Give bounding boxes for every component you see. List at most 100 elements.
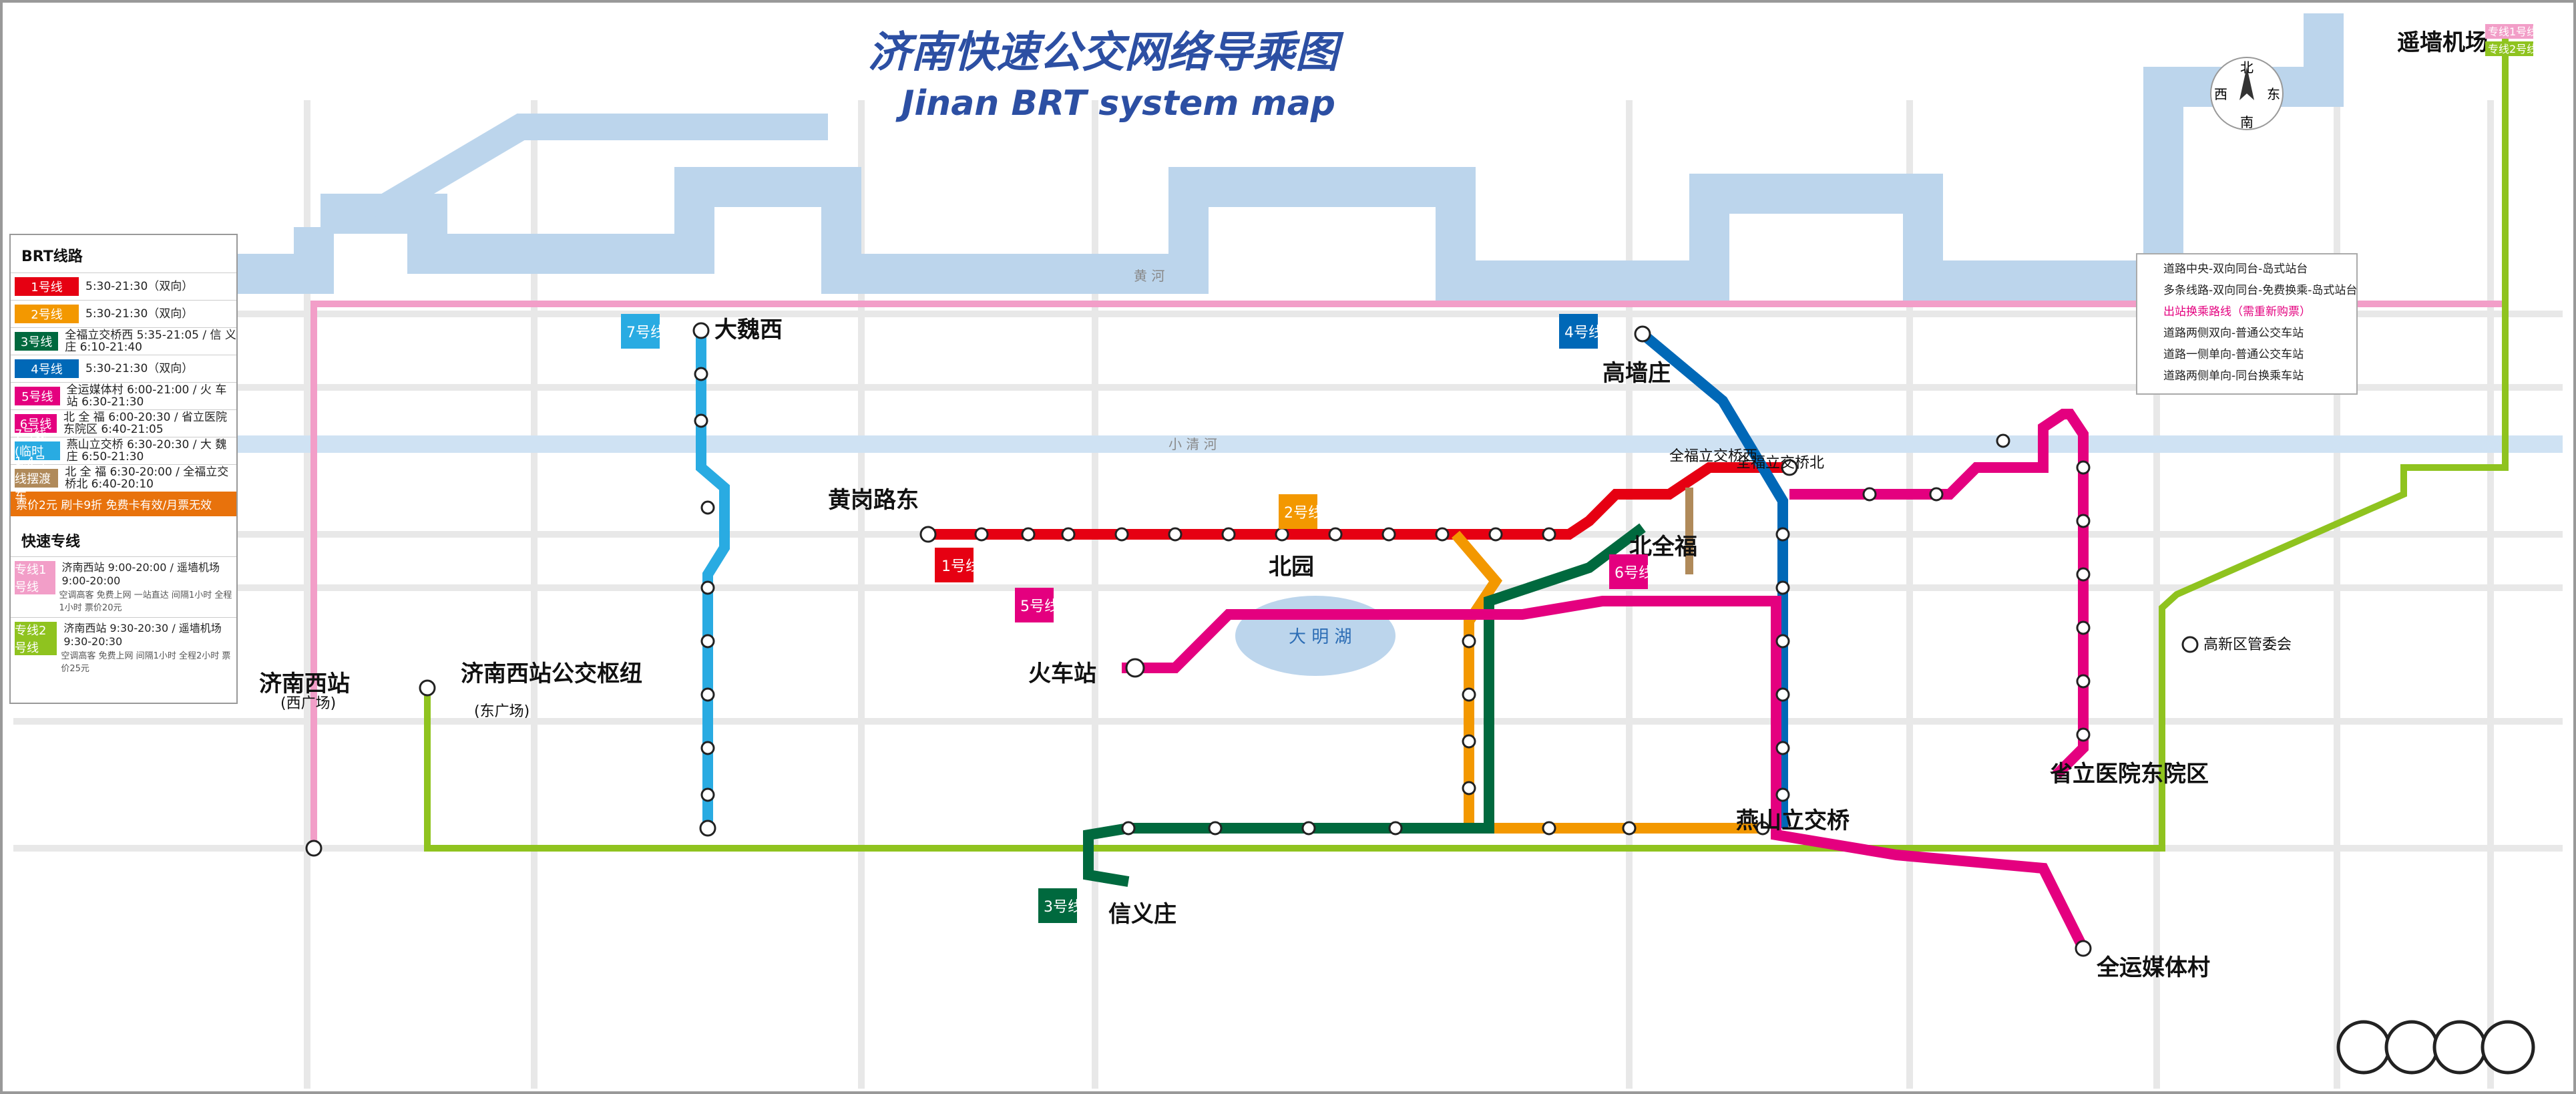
station-quanfu-xi: 全福立交桥西	[1669, 448, 1757, 465]
legend-line-hours: 北 全 福 6:00-20:30 / 省立医院东院区 6:40-21:05	[63, 411, 228, 436]
legend-row: 2号线 5:30-21:30（双向）	[11, 300, 236, 327]
right-legend: 道路中央-双向同台-岛式站台 多条线路-双向同台-免费换乘-岛式站台 出站换乘路…	[2136, 253, 2358, 395]
legend-row: 3号线全福立交桥西 5:35-21:05 / 信 义 庄 6:10-21:40	[11, 327, 236, 355]
station-beiyuan: 北园	[1269, 554, 1314, 580]
right-legend-item-0: 道路中央-双向同台-岛式站台	[2163, 262, 2308, 276]
station-jinan-xi-hub: 济南西站公交枢纽	[461, 661, 642, 687]
station-quanyun: 全运媒体村	[2096, 954, 2210, 981]
station-huangang-lu-dong: 黄岗路东	[828, 487, 919, 514]
compass-south: 南	[2240, 114, 2253, 130]
station-markers	[305, 322, 2199, 957]
legend-row: 1-4号线摆渡车北 全 福 6:30-20:00 / 全福立交桥北 6:40-2…	[11, 455, 236, 504]
legend-line-badge: 4号线	[15, 359, 79, 378]
right-legend-item-1: 多条线路-双向同台-免费换乘-岛式站台	[2163, 284, 2357, 297]
svg-text:专线1号线: 专线1号线	[2488, 25, 2537, 38]
daming-lake-label: 大 明 湖	[1289, 627, 1352, 647]
right-legend-item-2: 出站换乘路线（需重新购票）	[2163, 305, 2311, 319]
legend-line-hours: 全运媒体村 6:00-21:00 / 火 车 站 6:30-21:30	[66, 383, 227, 409]
legend-line-hours: 燕山立交桥 6:30-20:30 / 大 魏 庄 6:50-21:30	[66, 438, 227, 464]
svg-text:4号线: 4号线	[1564, 325, 1603, 341]
line-2	[1451, 530, 1763, 834]
legend-line-badge: 1-4号线摆渡车	[15, 455, 59, 504]
station-huochezhan: 火车站	[1028, 661, 1096, 687]
legend-line-badge: 3号线	[15, 332, 59, 351]
svg-text:3号线: 3号线	[1044, 899, 1082, 916]
legend-row: 7号线(临时线)燕山立交桥 6:30-20:30 / 大 魏 庄 6:50-21…	[11, 427, 236, 476]
line-5	[1122, 596, 2089, 951]
legend-line-hours: 全福立交桥西 5:35-21:05 / 信 义 庄 6:10-21:40	[65, 329, 236, 354]
right-legend-item-4: 道路一侧单向-普通公交车站	[2163, 348, 2304, 361]
station-jinan-xi-sub: (西广场)	[280, 695, 336, 712]
badge-express1: 专线1号线	[2485, 24, 2537, 39]
badge-line3: 3号线	[1038, 888, 1082, 923]
express-row: 专线2号线济南西站 9:30-20:30 / 遥墙机场 9:30-20:30 空调…	[11, 617, 236, 678]
badge-line1: 1号线	[935, 548, 980, 582]
legend-line-badge: 6号线	[15, 414, 57, 433]
legend-line-badge: 5号线	[15, 387, 60, 405]
express-badge: 专线2号线	[15, 622, 57, 655]
badge-line6: 6号线	[1609, 554, 1653, 589]
express-badge: 专线1号线	[15, 561, 55, 594]
legend-row: 6号线北 全 福 6:00-20:30 / 省立医院东院区 6:40-21:05	[11, 409, 236, 437]
express-rows: 专线1号线济南西站 9:00-20:00 / 遥墙机场 9:00-20:00 空调…	[11, 556, 236, 678]
station-quanfu-bei: 全福立交桥北	[1736, 455, 1824, 472]
legend-panel: BRT线路 1号线 5:30-21:30（双向） 2号线 5:30-21:30（双向）…	[9, 234, 238, 704]
express-hours: 济南西站 9:30-20:30 / 遥墙机场 9:30-20:30	[63, 622, 222, 648]
line-7	[696, 331, 730, 828]
line-1	[928, 462, 1789, 540]
svg-text:7号线: 7号线	[626, 325, 665, 341]
station-yaoqiang: 遥墙机场	[2397, 29, 2488, 56]
svg-text:1号线: 1号线	[941, 558, 980, 575]
right-legend-item-3: 道路两侧双向-普通公交车站	[2163, 327, 2304, 340]
legend-title: BRT线路	[21, 248, 83, 265]
legend-line-hours: 5:30-21:30（双向）	[85, 362, 194, 375]
legend-line-badge: 2号线	[15, 305, 79, 323]
right-legend-item-5: 道路两侧单向-同台换乘车站	[2163, 369, 2304, 383]
map-title-cn: 济南快速公交网络导乘图	[868, 28, 1344, 77]
station-jinan-xi-hub-sub: (东广场)	[474, 703, 529, 720]
badge-express2: 专线2号线	[2485, 41, 2537, 56]
station-dawei-xi: 大魏西	[714, 317, 783, 343]
xiaoqing-river-label: 小 清 河	[1168, 436, 1217, 452]
legend-line-hours: 5:30-21:30（双向）	[85, 307, 194, 321]
station-yanshan: 燕山立交桥	[1736, 807, 1850, 834]
svg-text:6号线: 6号线	[1615, 565, 1653, 582]
compass-west: 西	[2214, 86, 2227, 102]
badge-line7: 7号线	[621, 314, 665, 349]
legend-row: 4号线 5:30-21:30（双向）	[11, 355, 236, 382]
badge-line2: 2号线	[1279, 494, 1323, 529]
express-note: 空调高客 免费上网 一站直达 间隔1小时 全程1小时 票价20元	[59, 590, 232, 613]
express-title: 快速专线	[21, 534, 81, 550]
compass-icon: 北 南 西 东	[2210, 57, 2284, 130]
yellow-river-label: 黄 河	[1134, 268, 1164, 284]
express-line-2	[424, 27, 2509, 852]
compass-north: 北	[2240, 59, 2253, 75]
compass-east: 东	[2267, 86, 2280, 102]
svg-text:2号线: 2号线	[1284, 505, 1323, 522]
legend-row: 5号线全运媒体村 6:00-21:00 / 火 车 站 6:30-21:30	[11, 382, 236, 409]
express-hours: 济南西站 9:00-20:00 / 遥墙机场 9:00-20:00	[61, 561, 220, 587]
badge-line5: 5号线	[1015, 588, 1059, 622]
cc-license-icons	[2336, 1020, 2535, 1075]
express-row: 专线1号线济南西站 9:00-20:00 / 遥墙机场 9:00-20:00 空调…	[11, 556, 236, 617]
river-north-branch	[367, 114, 828, 226]
line-6	[1789, 409, 2089, 779]
station-gaoxinqu: 高新区管委会	[2203, 636, 2292, 653]
legend-line-hours: 5:30-21:30（双向）	[85, 280, 194, 293]
legend-rows: 1号线 5:30-21:30（双向） 2号线 5:30-21:30（双向） 3号线全福立…	[11, 272, 236, 504]
map-title-en: Jinan BRT system map	[895, 83, 1335, 124]
fare-note: 票价2元 刷卡9折 免费卡有效/月票无效	[11, 492, 236, 516]
badge-line4: 4号线	[1559, 314, 1603, 349]
station-gaoqiang: 高墙庄	[1602, 360, 1671, 387]
legend-line-badge: 1号线	[15, 277, 79, 296]
station-shengli-yiyuan: 省立医院东院区	[2050, 761, 2209, 787]
line-4	[1639, 329, 1788, 828]
svg-text:专线2号线: 专线2号线	[2488, 43, 2537, 55]
svg-text:5号线: 5号线	[1020, 598, 1059, 615]
legend-row: 1号线 5:30-21:30（双向）	[11, 272, 236, 300]
station-jinan-xi: 济南西站	[259, 671, 350, 697]
legend-line-hours: 北 全 福 6:30-20:00 / 全福立交桥北 6:40-20:10	[65, 466, 229, 491]
express-note: 空调高客 免费上网 间隔1小时 全程2小时 票价25元	[61, 651, 231, 674]
station-xinyi: 信义庄	[1108, 901, 1176, 928]
